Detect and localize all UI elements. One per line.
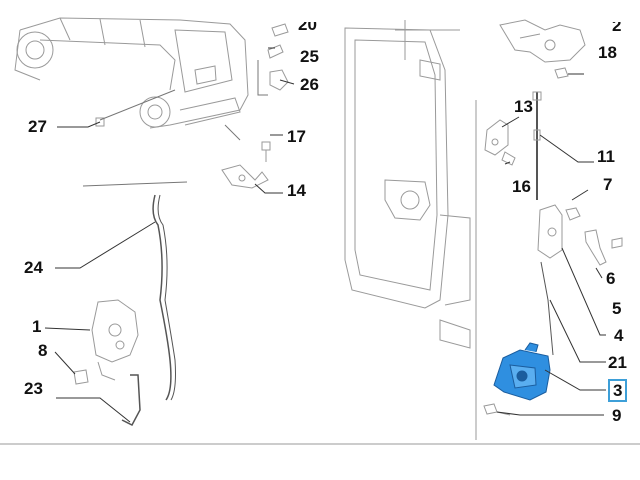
callout-3-highlighted[interactable]: 3: [608, 379, 628, 402]
callout-18: 18: [598, 43, 617, 62]
callout-17: 17: [287, 127, 306, 146]
callout-1: 1: [32, 317, 42, 336]
callout-2-clip: 2: [612, 22, 632, 34]
lock-1: [91, 299, 139, 363]
callout-26: 26: [300, 75, 319, 94]
callout-6: 6: [606, 269, 616, 288]
callout-21: 21: [608, 353, 627, 372]
latch-top-right: [499, 19, 586, 63]
callout-5: 5: [612, 299, 622, 318]
callout-27: 27: [28, 117, 47, 136]
callout-2: 2: [612, 22, 622, 34]
bracket-13: [484, 119, 509, 156]
callout-4: 4: [614, 326, 624, 345]
callout-7: 7: [603, 175, 613, 194]
van-illustration: [14, 17, 249, 129]
callout-13: 13: [514, 97, 533, 116]
callout-14: 14: [287, 181, 306, 200]
callout-25: 25: [300, 47, 319, 66]
callout-24: 24: [24, 258, 43, 277]
callout-20: 20: [298, 22, 317, 32]
bracket-14: [221, 164, 269, 189]
callout-11: 11: [597, 147, 615, 166]
bracket-4: [537, 204, 563, 259]
callout-9: 9: [612, 406, 622, 425]
rear-door-illustration: [344, 20, 471, 349]
highlighted-latch-3: [493, 342, 551, 401]
callout-20-clip: 20: [298, 22, 330, 32]
lever-6: [584, 229, 607, 266]
callout-16: 16: [512, 177, 531, 196]
callout-23: 23: [24, 379, 43, 398]
callout-8: 8: [38, 341, 48, 360]
